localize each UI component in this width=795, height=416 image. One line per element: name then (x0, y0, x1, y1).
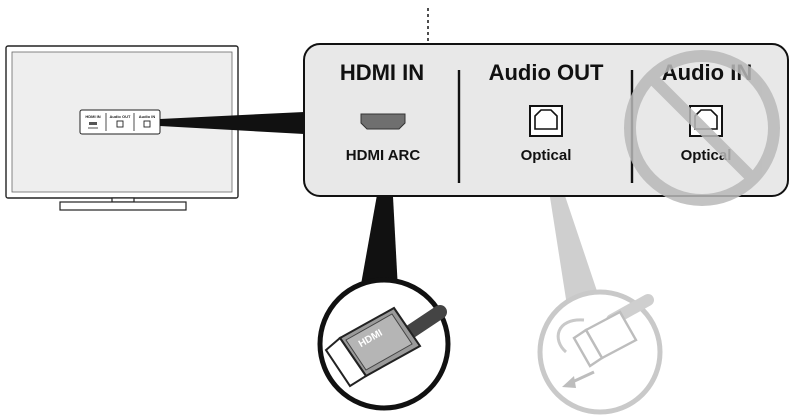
hdmi-port-icon (360, 113, 406, 130)
arrow-out-icon (562, 370, 595, 388)
audio-out-header: Audio OUT (489, 60, 604, 85)
tv-thumb-label-hdmi: HDMI IN (85, 114, 100, 119)
tv-thumb-optical-in (143, 120, 151, 128)
prohibited-sign-icon (624, 50, 780, 206)
hdmi-in-header: HDMI IN (340, 60, 424, 85)
optical-port-icon (529, 105, 563, 137)
zoom-callout-wedge (160, 112, 304, 134)
audio-out-port-label: Optical (521, 147, 572, 164)
port-panel: HDMI IN HDMI ARC Audio OUT Optical Audio… (303, 43, 789, 206)
tv-stand-neck (111, 197, 135, 203)
tv-stand-base (59, 201, 187, 211)
tv-thumb-optical-out (116, 120, 124, 128)
hdmi-cable-plug-icon: HDMI (317, 277, 451, 411)
tv-illustration: HDMI IN Audio OUT Audio IN (5, 45, 239, 211)
tv-thumb-hdmi-port (89, 122, 97, 125)
optical-cable-wedge (547, 178, 600, 312)
tv-thumbnail-panel: HDMI IN Audio OUT Audio IN (79, 109, 161, 135)
tv-thumb-label-audio-in: Audio IN (139, 114, 156, 119)
tv-thumb-label-audio-out: Audio OUT (110, 114, 131, 119)
hdmi-cable-wedge (360, 178, 398, 290)
hdmi-in-port-label: HDMI ARC (346, 147, 421, 164)
optical-cable-plug-icon (537, 289, 663, 415)
